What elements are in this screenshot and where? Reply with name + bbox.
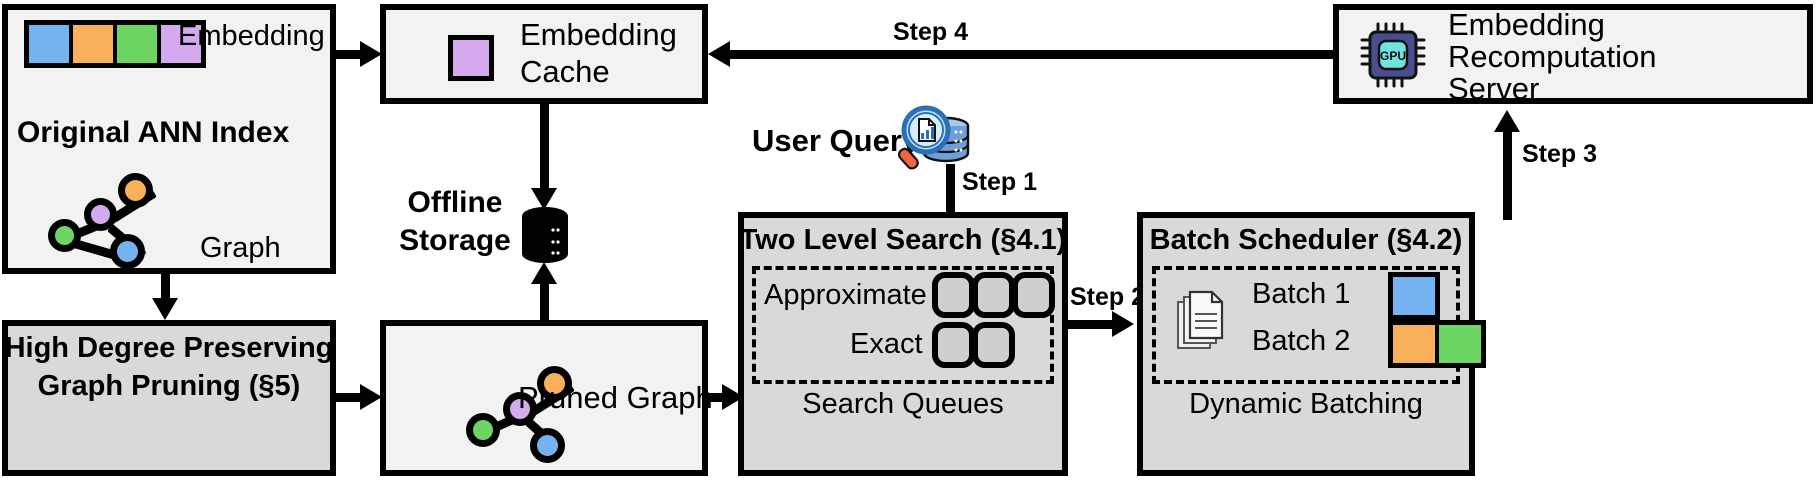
batch-swatch-green [1439, 325, 1481, 363]
embedding-swatch-green [117, 25, 161, 63]
exact-label: Exact [850, 328, 923, 360]
arrow-pruned-to-storage-head [531, 262, 557, 284]
graph-node-blue [110, 234, 145, 269]
graph-node-purple [84, 198, 117, 231]
batch-1-label: Batch 1 [1252, 278, 1351, 310]
arrow-pruned-to-search-line [708, 393, 730, 402]
user-query-label: User Query [752, 123, 920, 158]
arrow-step3-line [1503, 128, 1512, 220]
graph-node-green [466, 413, 500, 447]
two-level-search-title: Two Level Search (§4.1) [739, 224, 1067, 256]
approximate-queue-slot [932, 272, 975, 318]
embedding-swatch-orange [73, 25, 117, 63]
documents-stack-icon [1177, 290, 1224, 349]
arrow-pruning-to-pruned-head [360, 384, 382, 410]
graph-label: Graph [200, 232, 281, 264]
offline-storage-label-line1: Offline [407, 186, 503, 219]
batch-2-swatches [1388, 320, 1486, 368]
arrow-pruning-to-pruned-line [336, 393, 366, 402]
step1-label: Step 1 [962, 168, 1038, 196]
embedding-cache-box [380, 4, 708, 104]
recomputation-server-line3: Server [1448, 71, 1540, 106]
step4-label: Step 4 [893, 18, 969, 46]
arrow-step4-head [708, 41, 730, 67]
approximate-queue-slot [972, 272, 1015, 318]
query-search-database-icon [898, 105, 970, 170]
graph-node-green [48, 219, 81, 252]
search-queues-caption: Search Queues [802, 388, 1004, 420]
arrow-index-to-cache-line [336, 50, 366, 59]
arrow-cache-to-storage-line [540, 104, 549, 191]
arrow-index-to-pruning-line [161, 274, 170, 302]
offline-storage-label-line2: Storage [399, 224, 511, 257]
arrow-step2-head [1112, 311, 1134, 337]
pruned-graph-label: Pruned Graph [518, 380, 713, 415]
recomputation-server-line1: Embedding [1448, 7, 1605, 42]
embedding-label: Embedding [178, 20, 325, 52]
database-cylinder-icon [522, 207, 568, 263]
embedding-swatch-row [24, 20, 206, 68]
svg-text:GPU: GPU [1380, 49, 1406, 63]
step2-label: Step 2 [1070, 283, 1146, 311]
original-ann-index-title: Original ANN Index [17, 116, 290, 149]
embedding-swatch-purple [161, 25, 201, 63]
embedding-cache-title-line1: Embedding [520, 17, 677, 52]
graph-node-blue [530, 428, 565, 463]
graph-node-purple [503, 392, 537, 426]
batch-1-swatches [1388, 272, 1440, 320]
arrow-pruned-to-storage-line [540, 280, 549, 324]
recomputation-server-line2: Recomputation [1448, 39, 1657, 74]
arrow-index-to-pruning-head [152, 298, 178, 320]
arrow-cache-to-storage-head [531, 188, 557, 210]
exact-queue-slot [972, 322, 1015, 368]
embedding-cache-swatch [448, 35, 494, 81]
embedding-cache-title-line2: Cache [520, 54, 610, 89]
batch-2-label: Batch 2 [1252, 325, 1351, 357]
arrow-index-to-cache-head [360, 41, 382, 67]
arrow-step1-line [946, 164, 955, 217]
batch-swatch-orange [1393, 325, 1439, 363]
graph-pruning-title-line2: Graph Pruning (§5) [37, 370, 301, 402]
embedding-swatch-blue [29, 25, 73, 63]
arrow-step4-line [722, 50, 1335, 59]
graph-node-orange [118, 173, 153, 208]
graph-node-orange [537, 366, 572, 401]
graph-pruning-title-line1: High Degree Preserving [4, 332, 334, 364]
batch-scheduler-title: Batch Scheduler (§4.2) [1149, 224, 1463, 256]
step3-label: Step 3 [1522, 140, 1598, 168]
gpu-chip-icon: GPU [1360, 22, 1426, 88]
batch-swatch-blue [1393, 277, 1435, 315]
arrow-step2-line [1068, 320, 1118, 329]
graph-pruning-box [2, 320, 336, 476]
approximate-label: Approximate [764, 279, 927, 311]
arrow-step3-head [1494, 110, 1520, 132]
dynamic-batching-caption: Dynamic Batching [1189, 388, 1423, 420]
exact-queue-slot [932, 322, 975, 368]
approximate-queue-slot [1012, 272, 1055, 318]
search-queues-dashed-region [752, 266, 1054, 384]
